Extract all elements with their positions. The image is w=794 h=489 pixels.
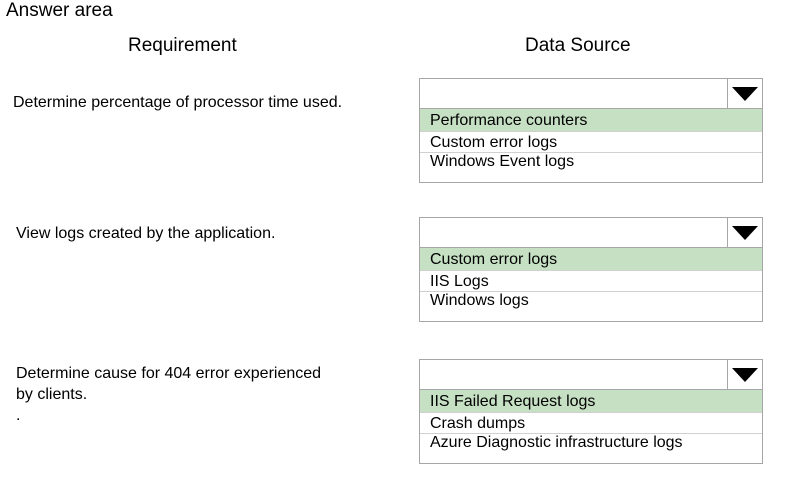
data-source-header: Data Source — [525, 35, 631, 56]
answer-area-title: Answer area — [6, 0, 113, 21]
caret-down-icon — [732, 367, 758, 382]
dropdown-1-option-windows-event-logs[interactable]: Windows Event logs — [430, 153, 575, 170]
dropdown-3-option-crash-dumps[interactable]: Crash dumps — [420, 413, 762, 434]
requirement-1: Determine percentage of processor time u… — [13, 94, 343, 111]
dropdown-3-option-iis-failed-request-logs[interactable]: IIS Failed Request logs — [420, 390, 762, 413]
dropdown-2-field[interactable] — [420, 218, 762, 248]
dropdown-1-option-custom-error-logs[interactable]: Custom error logs — [420, 132, 762, 153]
requirement-3: Determine cause for 404 error experience… — [16, 363, 321, 426]
dropdown-1-option-performance-counters[interactable]: Performance counters — [420, 109, 762, 132]
requirement-3-line-1: Determine cause for 404 error experience… — [16, 365, 322, 382]
caret-down-icon — [732, 86, 758, 101]
dropdown-3-field[interactable] — [420, 360, 762, 390]
requirement-3-line-2: by clients. — [16, 386, 88, 403]
dropdown-2-option-iis-logs[interactable]: IIS Logs — [420, 271, 762, 292]
requirement-3-line-3: . — [16, 407, 21, 424]
data-source-dropdown-2[interactable]: Custom error logs IIS Logs Windows logs — [419, 217, 763, 322]
requirement-header: Requirement — [128, 35, 237, 56]
dropdown-3-option-azure-diagnostic-infrastructure-logs[interactable]: Azure Diagnostic infrastructure logs — [430, 434, 683, 451]
caret-down-icon — [732, 225, 758, 240]
dropdown-2-option-custom-error-logs[interactable]: Custom error logs — [420, 248, 762, 271]
requirement-2: View logs created by the application. — [16, 225, 276, 242]
dropdown-2-toggle[interactable] — [727, 218, 762, 247]
data-source-dropdown-3[interactable]: IIS Failed Request logs Crash dumps Azur… — [419, 359, 763, 464]
dropdown-3-toggle[interactable] — [727, 360, 762, 389]
data-source-dropdown-1[interactable]: Performance counters Custom error logs W… — [419, 78, 763, 183]
dropdown-1-field[interactable] — [420, 79, 762, 109]
dropdown-2-option-windows-logs[interactable]: Windows logs — [430, 292, 529, 309]
dropdown-1-toggle[interactable] — [727, 79, 762, 108]
